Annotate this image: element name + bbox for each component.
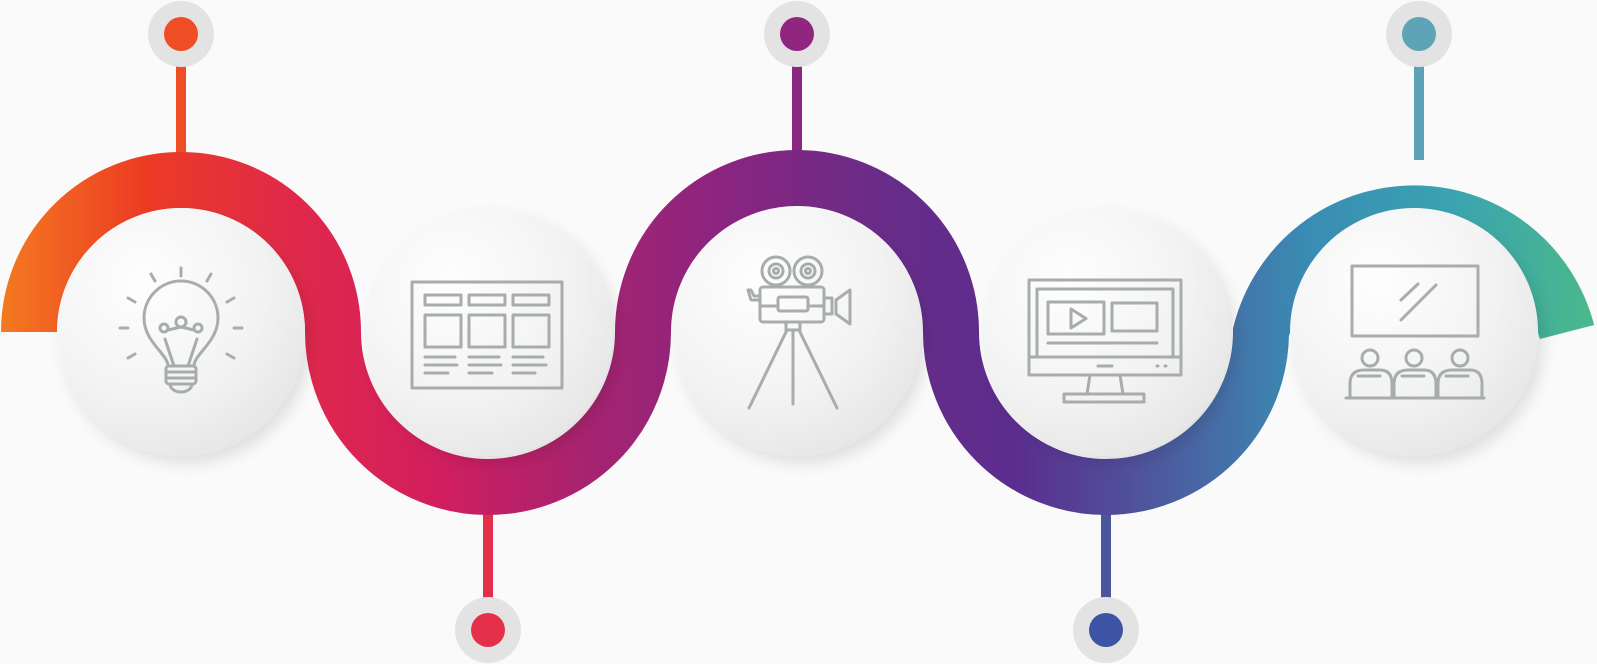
disc-step-5	[1290, 208, 1538, 456]
film-camera-icon	[746, 255, 852, 410]
marker-dot	[164, 17, 198, 51]
marker-step-2	[455, 597, 521, 663]
marker-step-3	[764, 1, 830, 67]
disc-step-3	[673, 208, 921, 456]
video-editor-monitor-icon	[1027, 278, 1183, 404]
serpentine-road	[1, 150, 1595, 515]
disc-step-2	[364, 208, 612, 456]
marker-dot	[1089, 613, 1123, 647]
marker-step-1	[148, 1, 214, 67]
marker-step-4	[1073, 597, 1139, 663]
cinema-audience-icon	[1344, 264, 1486, 400]
marker-dot	[1402, 17, 1436, 51]
marker-dot	[471, 613, 505, 647]
disc-step-1	[57, 208, 305, 456]
step-markers	[148, 1, 1452, 663]
disc-step-4	[982, 208, 1230, 456]
step-discs	[57, 208, 1538, 456]
marker-dot	[780, 17, 814, 51]
marker-step-5	[1386, 1, 1452, 67]
storyboard-icon	[410, 280, 564, 390]
lightbulb-icon	[118, 266, 244, 394]
